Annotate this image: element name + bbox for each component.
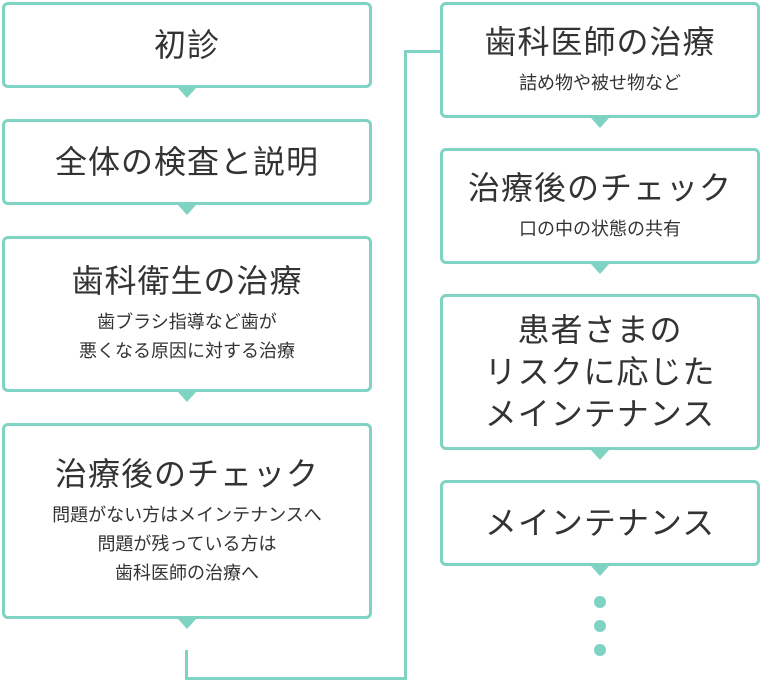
step-title: 患者さまのリスクに応じたメインテナンス [484,311,716,433]
arrow-down-icon [591,450,609,460]
step-post-treatment-check-2: 治療後のチェック 口の中の状態の共有 [440,148,760,264]
step-title: 初診 [153,26,220,64]
step-maintenance: メインテナンス [440,480,760,566]
arrow-down-icon [178,392,196,402]
arrow-down-icon [178,205,196,215]
connector-line [404,50,442,53]
step-subtitle: 歯ブラシ指導など歯が悪くなる原因に対する治療 [79,312,295,362]
arrow-down-icon [591,118,609,128]
connector-line [404,50,407,680]
arrow-down-icon [591,566,609,576]
step-title: 歯科医師の治療 [484,22,716,61]
step-initial-visit: 初診 [2,2,372,88]
continuation-dot-icon [594,596,606,608]
step-title: 全体の検査と説明 [54,143,319,181]
step-title: 歯科衛生の治療 [71,262,303,300]
connector-line [185,677,407,680]
arrow-down-icon [178,619,196,629]
step-risk-based-maintenance: 患者さまのリスクに応じたメインテナンス [440,294,760,450]
step-subtitle: 口の中の状態の共有 [519,218,681,240]
continuation-dot-icon [594,620,606,632]
step-title: 治療後のチェック [54,454,319,493]
step-subtitle: 詰め物や被せ物など [519,72,681,94]
step-post-treatment-check: 治療後のチェック 問題がない方はメインテナンスへ問題が残っている方は歯科医師の治… [2,423,372,619]
step-title: 治療後のチェック [467,168,732,207]
continuation-dot-icon [594,644,606,656]
step-subtitle: 問題がない方はメインテナンスへ問題が残っている方は歯科医師の治療へ [52,504,322,584]
arrow-down-icon [178,88,196,98]
step-dentist-treatment: 歯科医師の治療 詰め物や被せ物など [440,2,760,118]
step-title: メインテナンス [484,504,716,542]
arrow-down-icon [591,264,609,274]
connector-line [185,650,188,680]
step-exam-explanation: 全体の検査と説明 [2,119,372,205]
step-hygiene-treatment: 歯科衛生の治療 歯ブラシ指導など歯が悪くなる原因に対する治療 [2,236,372,392]
